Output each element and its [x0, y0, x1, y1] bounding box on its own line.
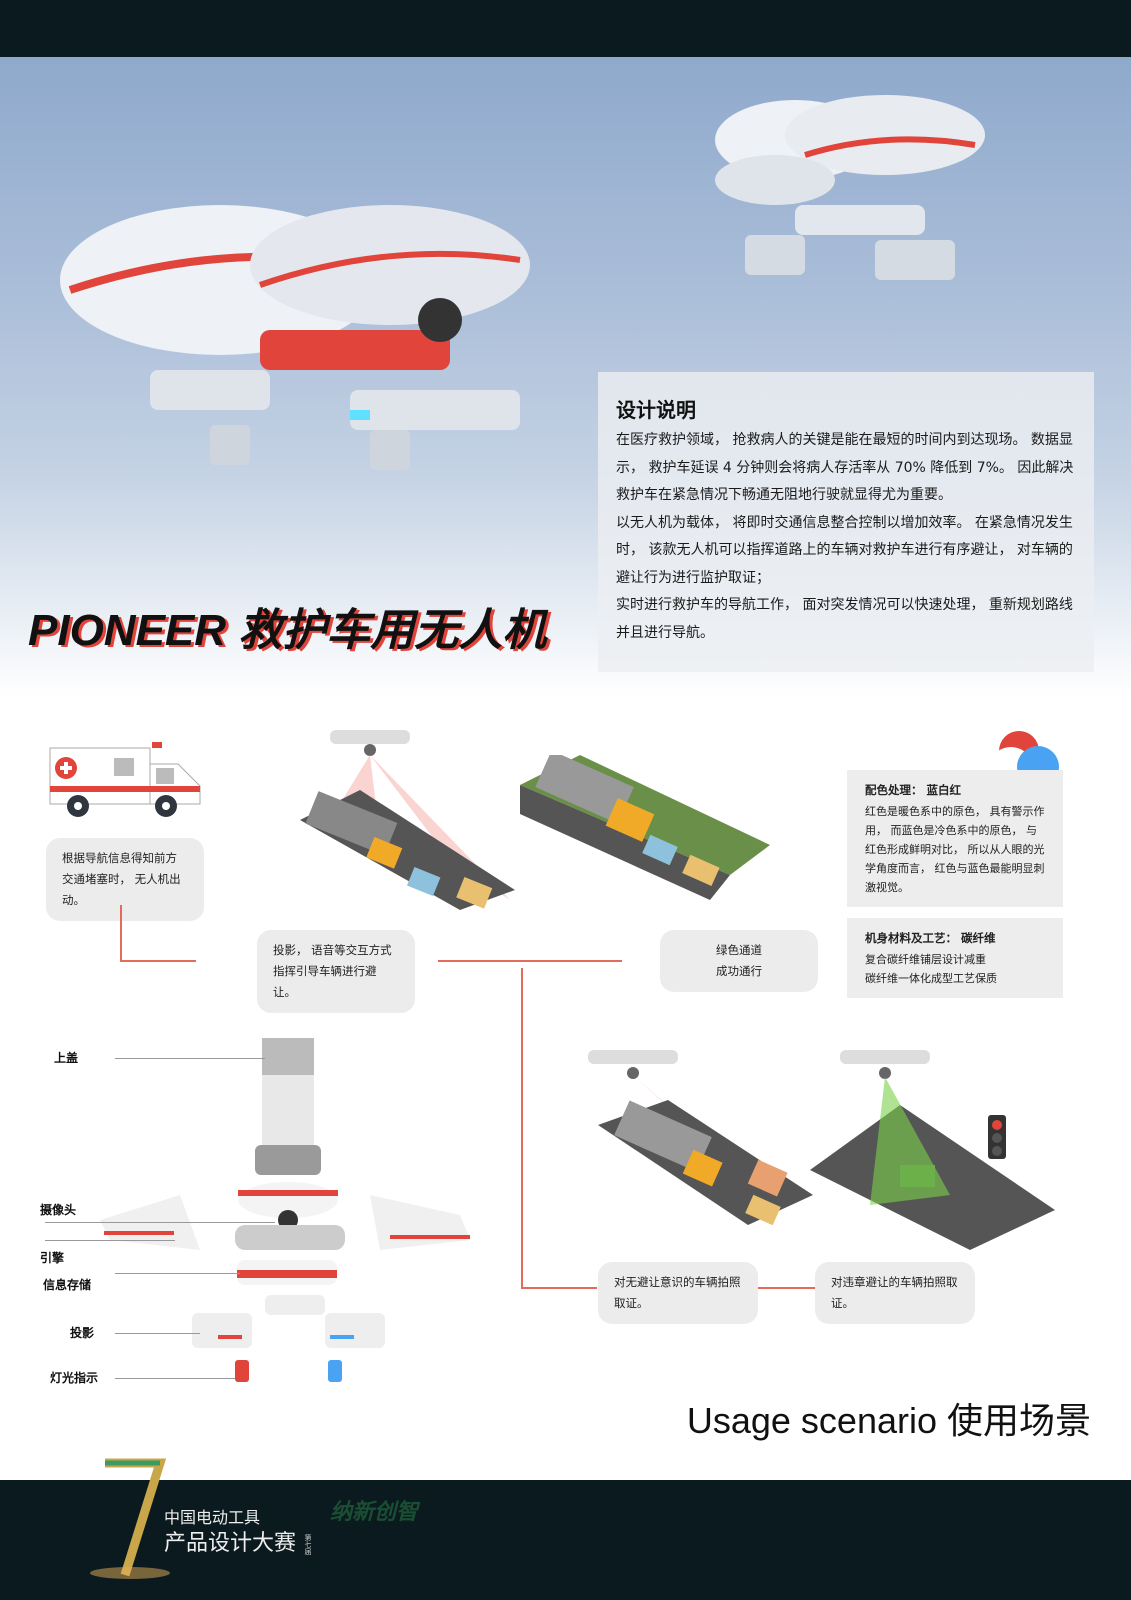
usage-scenario-title: Usage scenario 使用场景 — [686, 1400, 1091, 1441]
description-paragraph: 以无人机为载体， 将即时交通信息整合控制以增加效率。 在紧急情况发生时， 该款无… — [616, 514, 1073, 586]
leader-line — [115, 1058, 265, 1059]
connector-line — [521, 968, 523, 1288]
leader-line — [115, 1378, 235, 1379]
leader-line — [115, 1333, 200, 1334]
color-scheme-panel: 配色处理： 蓝白红 红色是暖色系中的原色， 具有警示作用， 而蓝色是冷色系中的原… — [847, 770, 1063, 907]
scenario-step-4: 对无避让意识的车辆拍照取证。 — [598, 1262, 758, 1324]
scenario-step-1: 根据导航信息得知前方交通堵塞时， 无人机出动。 — [46, 838, 204, 921]
color-scheme-body: 红色是暖色系中的原色， 具有警示作用， 而蓝色是冷色系中的原色， 与红色形成鲜明… — [865, 805, 1045, 894]
competition-logo-seven — [90, 1458, 170, 1579]
connector-line — [758, 1287, 815, 1289]
scenario-green-lane-illustration — [520, 755, 770, 900]
scenario-step-2: 投影， 语音等交互方式指挥引导车辆进行避让。 — [257, 930, 415, 1013]
part-label-projection: 投影 — [70, 1326, 95, 1340]
material-line: 复合碳纤维铺层设计减重 — [865, 953, 986, 966]
scenario-violation-illustration — [810, 1050, 1055, 1250]
connector-line — [120, 960, 196, 962]
description-heading: 设计说明 — [616, 398, 696, 422]
material-line: 碳纤维一体化成型工艺保质 — [865, 972, 997, 985]
page-title: PIONEER 救护车用无人机 — [28, 606, 547, 655]
footer-bar — [0, 1480, 1131, 1600]
part-label-storage: 信息存储 — [43, 1278, 92, 1292]
connector-line — [521, 1287, 597, 1289]
indicator-light-red — [235, 1360, 249, 1382]
scenario-step-3: 绿色通道 成功通行 — [660, 930, 818, 992]
scenario-step-5: 对违章避让的车辆拍照取证。 — [815, 1262, 975, 1324]
material-panel: 机身材料及工艺： 碳纤维 复合碳纤维铺层设计减重 碳纤维一体化成型工艺保质 — [847, 918, 1063, 998]
description-paragraph: 实时进行救护车的导航工作， 面对突发情况可以快速处理， 重新规划路线并且进行导航… — [616, 597, 1073, 641]
ambulance-illustration — [49, 742, 201, 817]
color-scheme-heading: 配色处理： 蓝白红 — [865, 783, 962, 797]
drone-render-secondary — [715, 95, 985, 280]
material-heading: 机身材料及工艺： 碳纤维 — [865, 931, 996, 945]
part-label-engine: 引擎 — [40, 1251, 65, 1265]
part-label-top-cover: 上盖 — [54, 1051, 79, 1065]
footer-edition: 第七届 — [304, 1534, 312, 1555]
connector-line — [120, 905, 122, 962]
scenario-projection-illustration — [300, 730, 515, 910]
part-label-camera: 摄像头 — [40, 1203, 77, 1217]
leader-line — [45, 1240, 175, 1241]
footer-line-1: 中国电动工具 — [164, 1508, 261, 1527]
connector-line — [438, 960, 622, 962]
design-description-panel: 设计说明 在医疗救护领域， 抢救病人的关键是能在最短的时间内到达现场。 数据显示… — [598, 372, 1094, 672]
leader-line — [115, 1273, 240, 1274]
scenario-photo-evidence-illustration — [588, 1050, 813, 1226]
leader-line — [45, 1222, 275, 1223]
indicator-light-blue — [328, 1360, 342, 1382]
drone-render-main — [60, 205, 530, 470]
footer-line-2: 产品设计大赛 — [164, 1531, 297, 1556]
exploded-view-illustration — [100, 1038, 470, 1382]
footer-slogan: 纳新创智 — [330, 1500, 419, 1525]
part-label-light-indicator: 灯光指示 — [50, 1371, 99, 1385]
description-paragraph: 在医疗救护领域， 抢救病人的关键是能在最短的时间内到达现场。 数据显示， 救护车… — [616, 432, 1074, 503]
top-bar — [0, 0, 1131, 57]
